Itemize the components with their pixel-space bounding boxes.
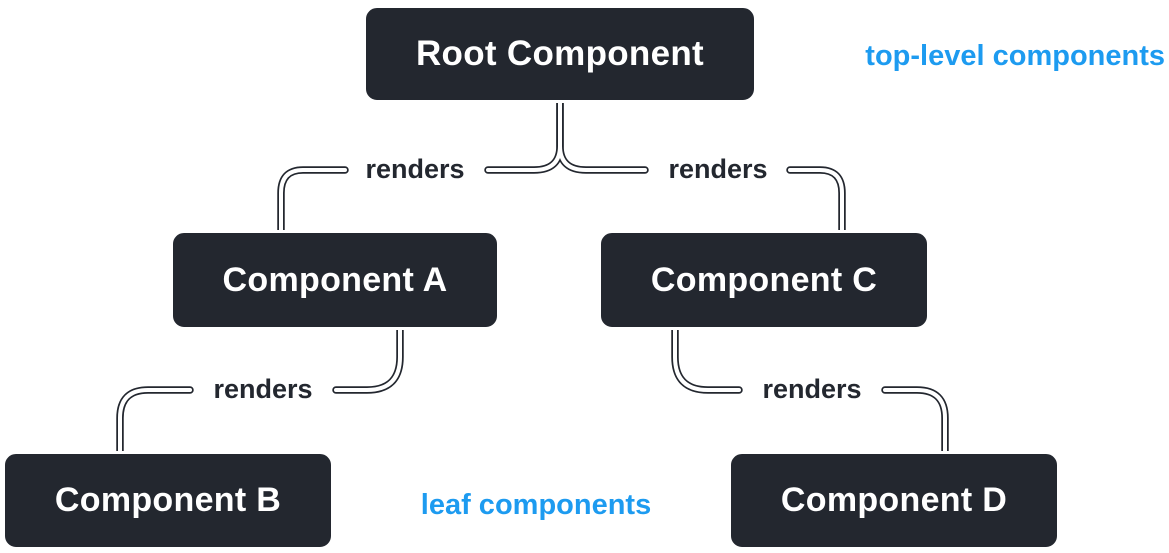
edge-label-root-to-c: renders [668,154,768,184]
node-root-component: Root Component [363,5,757,103]
node-component-d-label: Component D [780,481,1008,519]
node-root-component-label: Root Component [415,34,705,73]
node-component-a: Component A [170,230,500,330]
node-component-c-label: Component C [650,260,878,299]
node-component-c: Component C [598,230,930,330]
annotation-leaf-components: leaf components [420,489,652,521]
node-component-b: Component B [2,451,334,550]
edge-label-c-to-d: renders [762,374,862,404]
edge-label-a-to-b: renders [213,374,313,404]
node-component-a-label: Component A [222,260,448,299]
annotation-top-level-components: top-level components [865,40,1165,72]
node-component-d: Component D [728,451,1060,550]
edge-label-root-to-a: renders [365,154,465,184]
node-component-b-label: Component B [54,481,282,519]
